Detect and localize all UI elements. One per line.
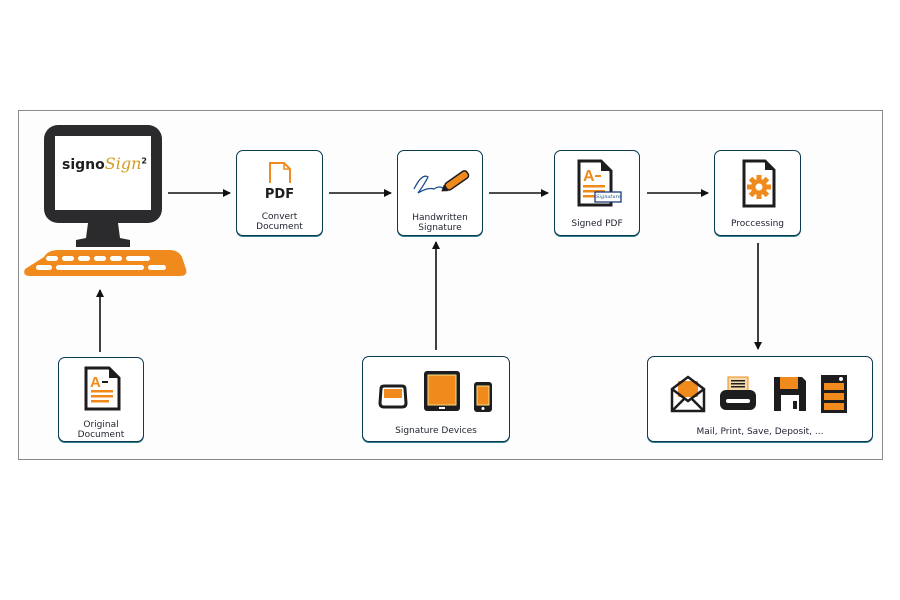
node-original-document: A Original Document [58,357,144,442]
printer-icon [720,376,756,410]
node-signed-pdf: A Signature Signed PDF [554,150,640,236]
convert-label-1: Convert [261,212,298,222]
signed-document-icon: A [577,159,622,207]
mail-icon [670,375,706,413]
node-convert-document: PDF Convert Document [236,150,323,236]
outputs-label: Mail, Print, Save, Deposit, ... [696,427,824,437]
tablet-icon [424,371,460,411]
handwritten-label-1: Handwritten [412,213,468,223]
original-label-1: Original [83,420,119,430]
original-document-icon: A [84,366,121,411]
node-processing: Proccessing [714,150,801,236]
brand-prefix: signo [62,157,105,173]
signature-devices-label: Signature Devices [395,426,477,436]
node-outputs: Mail, Print, Save, Deposit, ... [647,356,873,442]
processing-label: Proccessing [730,219,784,229]
handwritten-label-2: Signature [418,223,462,233]
gear-document-icon [742,159,776,208]
node-signature-devices: Signature Devices [362,356,510,442]
pdf-icon-text: PDF [264,187,295,202]
smartphone-icon [474,382,492,412]
signature-pen-icon [413,170,470,194]
svg-text:A: A [583,168,595,185]
brand-superscript: 2 [141,156,147,166]
computer-icon [22,123,192,283]
node-handwritten-signature: Handwritten Signature [397,150,483,236]
convert-label-2: Document [256,222,303,232]
brand-logo: signoSign2 [62,154,147,173]
signed-pdf-label: Signed PDF [571,219,623,229]
brand-script: Sign [104,154,142,173]
floppy-save-icon [774,377,806,411]
signature-stamp-text: Signature [596,194,622,200]
svg-text:A: A [90,374,101,391]
original-label-2: Document [77,430,125,440]
cabinet-deposit-icon [821,375,847,413]
pdf-file-icon [269,162,291,183]
signature-pad-icon [378,384,408,409]
